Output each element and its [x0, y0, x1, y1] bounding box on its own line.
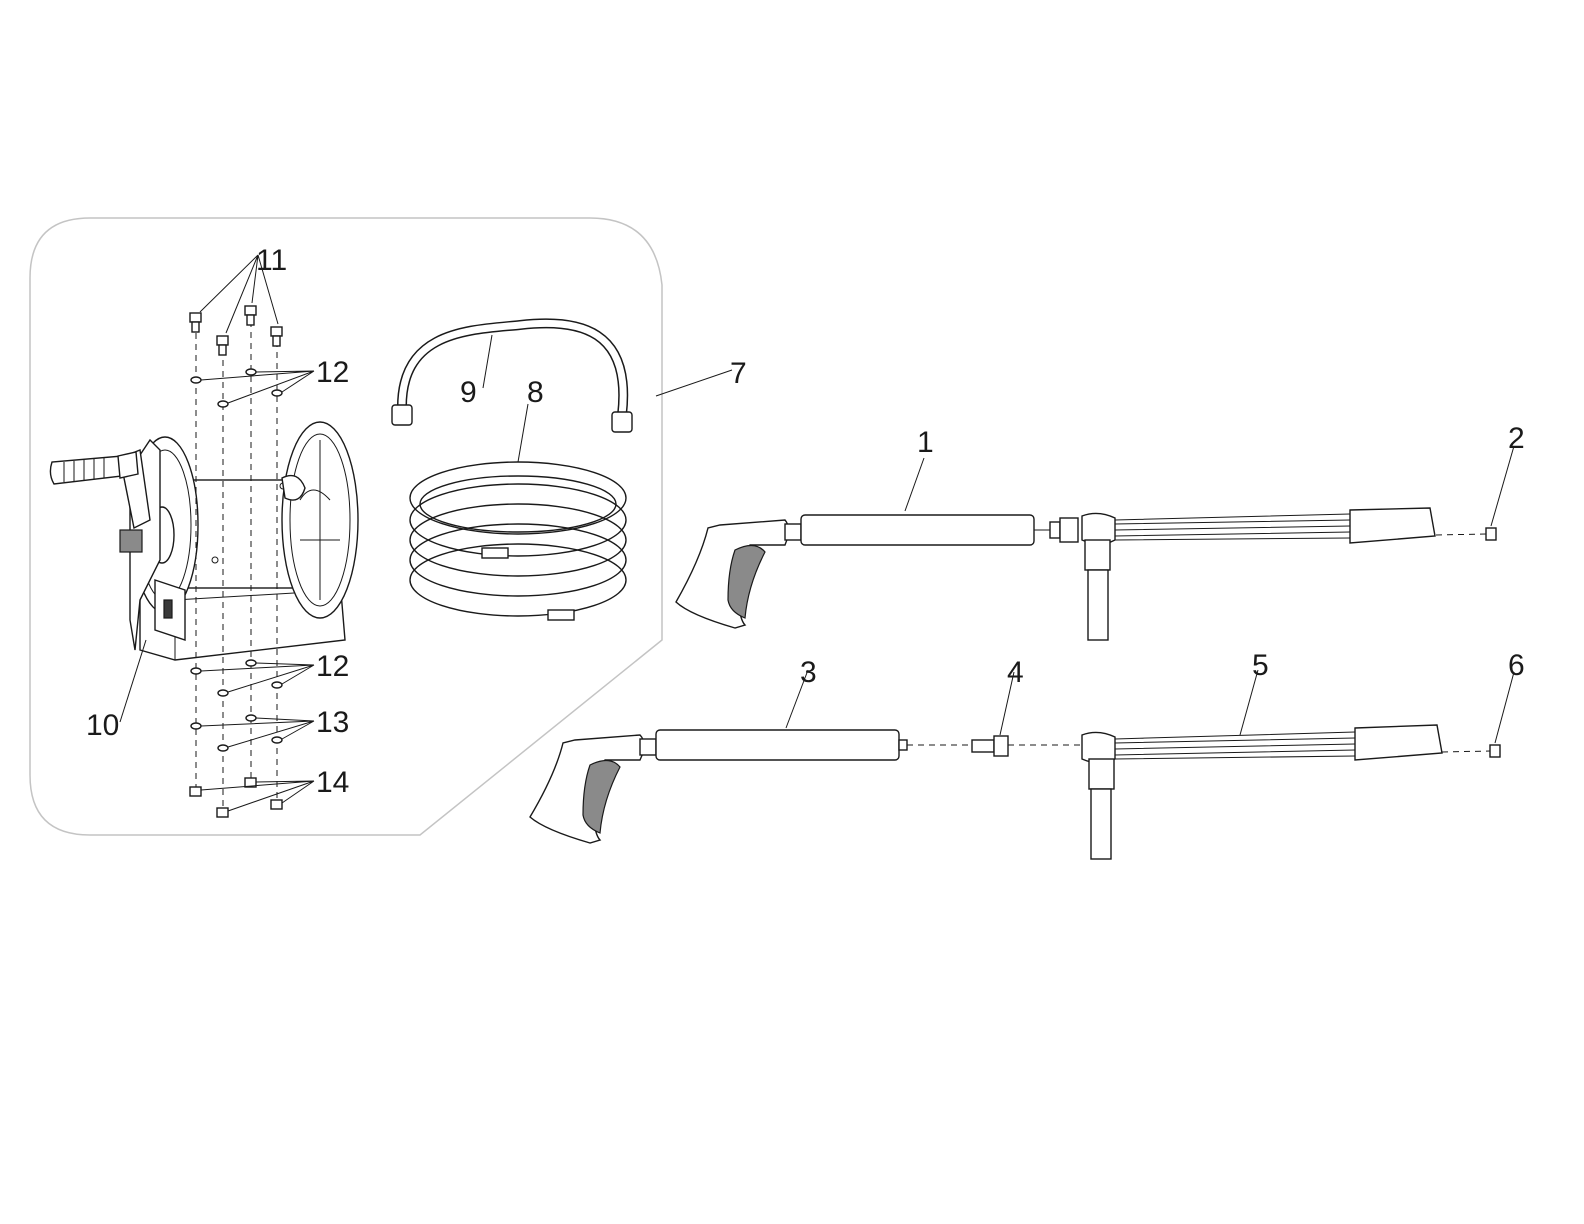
lower-gun-assembly [529, 669, 1515, 860]
callout-3: 3 [800, 656, 817, 689]
crank-handle-grip [49, 451, 139, 485]
lock-washers [190, 714, 315, 752]
callout-12-lower: 12 [316, 650, 349, 683]
washers-upper [190, 368, 315, 408]
nuts [189, 777, 315, 818]
callout-11: 11 [256, 244, 287, 277]
callout-4: 4 [1007, 656, 1024, 689]
leader-7 [655, 369, 733, 397]
callout-14: 14 [316, 766, 349, 799]
callout-6: 6 [1508, 649, 1525, 682]
callout-5: 5 [1252, 649, 1269, 682]
callout-1: 1 [917, 426, 934, 459]
callout-12-upper: 12 [316, 356, 349, 389]
bolts [189, 254, 283, 356]
callout-9: 9 [460, 376, 477, 409]
hose-reel [49, 421, 359, 723]
whip-hose [391, 318, 633, 433]
callout-7: 7 [730, 357, 747, 390]
callout-13: 13 [316, 706, 349, 739]
callout-8: 8 [527, 376, 544, 409]
upper-gun-assembly [675, 445, 1515, 641]
callout-10: 10 [86, 709, 119, 742]
callout-2: 2 [1508, 422, 1525, 455]
fastener-axis-lines [195, 310, 278, 810]
washers-lower [190, 659, 315, 697]
coiled-hose [409, 403, 627, 621]
reel-kit-group-box [29, 217, 663, 836]
